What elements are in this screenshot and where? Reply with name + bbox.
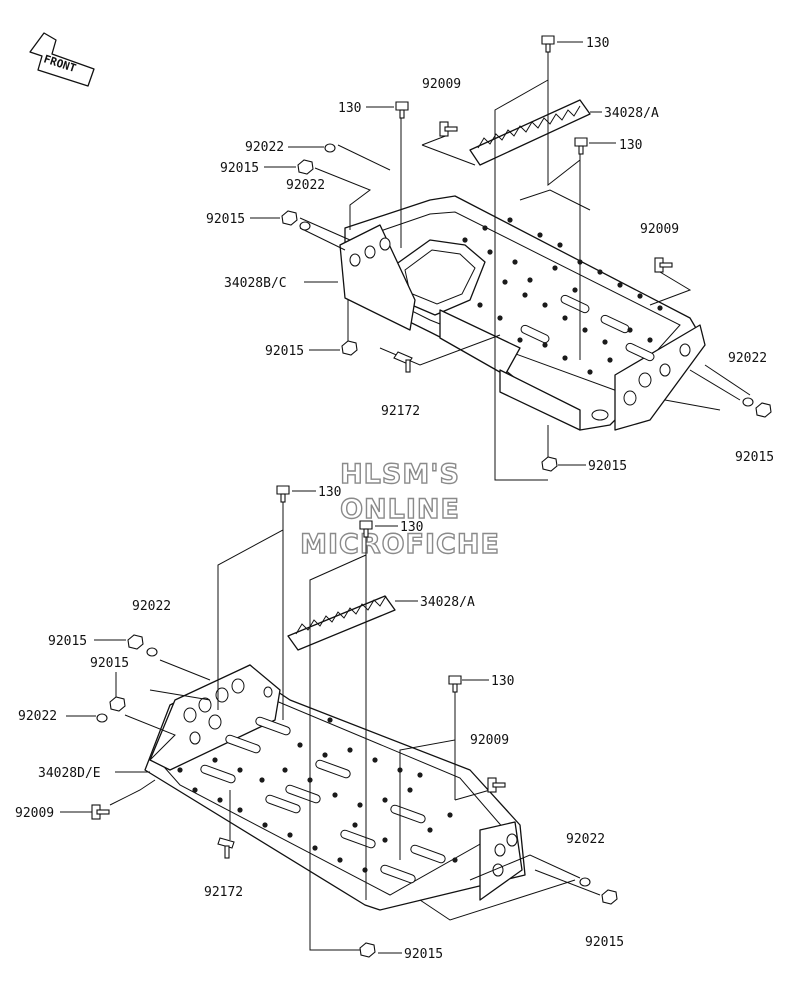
upper-label-130-b: 130 [338,101,361,116]
upper-nut-92015-d-icon [755,402,772,418]
lower-washer-92022-b-icon [96,713,108,723]
lower-label-92022-c: 92022 [566,832,605,847]
upper-stud-dots [462,217,663,375]
lower-bolt-130-b-icon [359,520,373,538]
lower-label-92015-b: 92015 [90,656,129,671]
lower-label-130-c: 130 [491,674,514,689]
lower-bolt-130-a-icon [276,485,290,503]
upper-label-92172: 92172 [381,404,420,419]
upper-label-92022-c: 92022 [728,351,767,366]
upper-bolt-92009-icon [439,121,458,137]
lower-label-92022-a: 92022 [132,599,171,614]
lower-nut-92015-b-icon [109,696,126,712]
lower-label-92022-b: 92022 [18,709,57,724]
upper-nut-92015-b-icon [281,210,298,226]
upper-label-92009-b: 92009 [640,222,679,237]
lower-label-92015-a: 92015 [48,634,87,649]
lower-label-92015-c: 92015 [585,935,624,950]
upper-label-92015-d: 92015 [735,450,774,465]
upper-nut-92015-c-icon [341,340,358,356]
lower-label-34028de: 34028D/E [38,766,101,781]
lower-bolt-92172-icon [217,837,235,859]
watermark-line1: HLSM'S [340,459,460,490]
upper-label-92015-b: 92015 [206,212,245,227]
lower-label-130-a: 130 [318,485,341,500]
upper-bolt-92172-icon [393,351,413,373]
upper-label-92015-e: 92015 [588,459,627,474]
upper-washer-92022-c-icon [742,397,754,407]
lower-bolt-130-c-icon [448,675,462,693]
upper-label-130-a: 130 [586,36,609,51]
lower-label-92009-a: 92009 [470,733,509,748]
upper-nut-92015-e-icon [541,456,558,472]
upper-label-92009: 92009 [422,77,461,92]
lower-labels: 130 130 34028/A 92022 92015 92015 130 92… [15,485,624,962]
lower-bolt-92009-a-icon [487,777,506,793]
lower-leader-lines [109,500,601,951]
upper-label-92022-a: 92022 [245,140,284,155]
upper-washer-92022-b-icon [299,221,311,231]
upper-label-34028bc: 34028B/C [224,276,287,291]
upper-bolt-130-b-icon [395,101,409,119]
upper-floorboard-assembly [339,195,706,431]
upper-leader-lines [299,48,751,481]
lower-label-92015-d: 92015 [404,947,443,962]
lower-bolt-92009-b-icon [91,804,110,820]
upper-label-34028a: 34028/A [604,106,659,121]
upper-nut-92015-a-icon [297,159,314,175]
upper-label-92015-a: 92015 [220,161,259,176]
upper-label-92015-c: 92015 [265,344,304,359]
lower-label-130-b: 130 [400,520,423,535]
upper-label-92022-b: 92022 [286,178,325,193]
lower-nut-92015-d-icon [359,942,376,958]
lower-step-pad [287,595,396,651]
upper-washer-92022-a-icon [324,143,336,153]
lower-label-92172: 92172 [204,885,243,900]
lower-nut-92015-a-icon [127,634,144,650]
front-arrow-badge: FRONT [29,32,95,87]
lower-washer-92022-a-icon [146,647,158,657]
lower-floorboard-assembly [144,664,526,911]
upper-step-pad [469,99,591,166]
upper-label-130-c: 130 [619,138,642,153]
upper-labels: 130 92009 130 34028/A 130 92022 92015 92… [206,36,774,474]
watermark-line2: ONLINE [340,494,460,525]
lower-label-92009-b: 92009 [15,806,54,821]
lower-washer-92022-c-icon [579,877,591,887]
upper-hardware [281,35,772,472]
upper-bolt-92009-b-icon [654,257,673,273]
lower-stud-dots [177,717,458,873]
upper-bolt-130-c-icon [574,137,588,155]
watermark: HLSM'S ONLINE MICROFICHE [299,458,500,560]
watermark-line3: MICROFICHE [300,529,500,560]
lower-nut-92015-c-icon [601,889,618,905]
upper-left-bracket [339,224,416,331]
upper-bolt-130-a-icon [541,35,555,53]
lower-label-34028a: 34028/A [420,595,475,610]
lower-hardware [91,485,618,958]
